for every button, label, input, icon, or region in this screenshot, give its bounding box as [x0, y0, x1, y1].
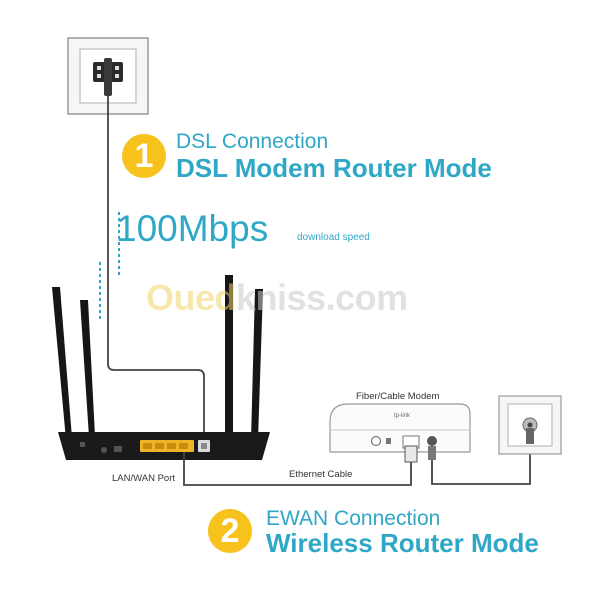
- modem-label: Fiber/Cable Modem: [356, 391, 440, 402]
- ethernet-plug: [404, 445, 418, 463]
- speed-value: 100Mbps: [116, 208, 269, 249]
- router-body: [58, 432, 270, 460]
- watermark: Ouedkniss.com: [146, 277, 408, 319]
- ethernet-cable-label: Ethernet Cable: [289, 469, 353, 480]
- fiber-cable-modem: [329, 403, 471, 453]
- signal-dots-icon: [99, 212, 120, 319]
- phone-wall-socket: [67, 37, 149, 115]
- watermark-part1: Oued: [146, 277, 237, 318]
- lan-wan-port-label: LAN/WAN Port: [112, 473, 175, 484]
- dsl-mode-title: DSL Modem Router Mode: [176, 153, 492, 183]
- ewan-connection-subtitle: EWAN Connection: [266, 507, 441, 530]
- step-2-badge: 2: [208, 509, 252, 553]
- coax-cable: [431, 444, 531, 485]
- ewan-mode-title: Wireless Router Mode: [266, 528, 539, 558]
- step-1-badge: 1: [122, 134, 166, 178]
- speed-caption: download speed: [297, 232, 370, 243]
- router-antennas: [52, 275, 263, 440]
- coax-wall-socket: [498, 395, 562, 455]
- modem-brand: tp-link: [394, 413, 411, 419]
- ethernet-cable: [183, 452, 412, 486]
- watermark-part2: kniss.com: [236, 277, 408, 318]
- dsl-cable: [107, 96, 205, 446]
- dsl-connection-subtitle: DSL Connection: [176, 130, 329, 153]
